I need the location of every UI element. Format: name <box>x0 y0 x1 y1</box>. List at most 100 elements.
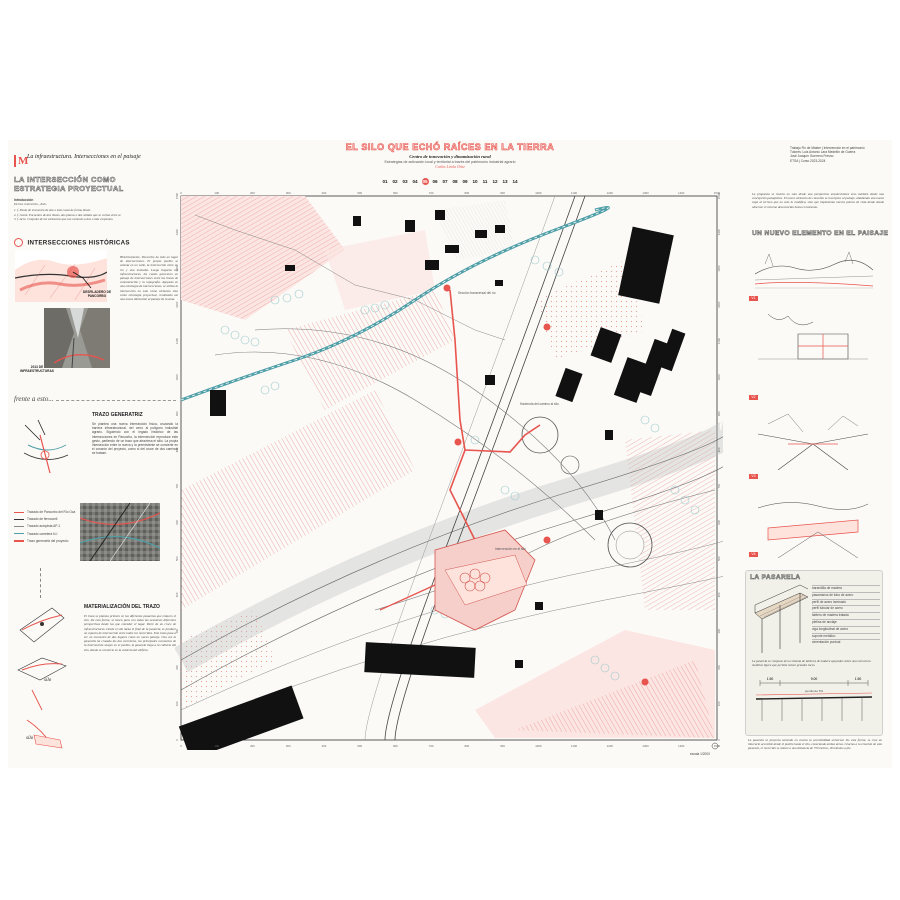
materialization-sketches <box>17 607 67 749</box>
dimension-label: 9.00 <box>811 677 818 681</box>
author: Carlos Lirola Ortiz <box>435 165 465 169</box>
axis-tick-label: 100 <box>717 701 721 706</box>
axis-tick-label: 0 <box>180 191 182 195</box>
scale-note: escala 1/2000 <box>690 752 710 756</box>
axis-tick-label: 900 <box>175 411 179 416</box>
axis-tick-label: 400 <box>175 592 179 597</box>
pasarela-title: LA PASARELA <box>750 574 801 582</box>
axis-tick-label: 0 <box>175 739 179 741</box>
intro-line: Del lat. intersectio, -ōnis. <box>14 202 47 207</box>
sheet-number-11[interactable]: 11 <box>482 179 488 184</box>
legend-swatch <box>14 525 24 528</box>
axis-tick-label: 1100 <box>571 191 577 195</box>
legend-item: Trazado carretera N-I <box>14 532 78 536</box>
legend-label: Trazado autopista AP-1 <box>27 524 61 529</box>
sheet-number-09[interactable]: 09 <box>462 179 468 184</box>
axis-tick-label: 400 <box>322 191 327 195</box>
detail-note: La pasarela se compone de un sistema de … <box>752 659 871 668</box>
sheet-number-12[interactable]: 12 <box>492 179 498 184</box>
axis-tick-label: 900 <box>500 744 505 748</box>
dashed-divider <box>56 400 176 401</box>
red-circle-icon <box>14 238 23 248</box>
credit-line: Tutores: Luis Antonio Lara Medellín de G… <box>790 150 856 155</box>
tagline: Centro de innovación y dinamización rura… <box>409 154 491 159</box>
axis-tick-label: 800 <box>465 191 470 195</box>
detail-label: tablero de madera tratada <box>812 612 880 617</box>
sheet-number-05[interactable]: 05 <box>421 178 429 185</box>
section-title: UN NUEVO ELEMENTO EN EL PAISAJE <box>752 230 889 238</box>
axis-tick-label: 200 <box>175 665 179 670</box>
sheet-number-06[interactable]: 06 <box>432 179 438 184</box>
axis-tick-label: 1500 <box>714 191 721 195</box>
axis-tick-label: 300 <box>286 744 291 748</box>
materializacion-title: MATERIALIZACIÓN DEL TRAZO <box>84 604 160 610</box>
axis-tick-label: 500 <box>357 191 362 195</box>
axis-tick-label: 300 <box>286 191 291 195</box>
axis-tick-label: 1500 <box>175 192 179 199</box>
credit-line: Trabajo Fin de Máster | Intervención en … <box>790 146 865 150</box>
axis-tick-label: 1400 <box>678 744 685 748</box>
detail-label: pasamanos de tubo de acero <box>812 591 880 597</box>
axis-tick-label: 1200 <box>175 301 179 308</box>
sheet-number-08[interactable]: 08 <box>452 179 458 184</box>
sheet-number-02[interactable]: 02 <box>392 179 398 184</box>
legend-swatch <box>14 533 24 535</box>
axis-tick-label: 700 <box>175 483 179 488</box>
axis-tick-label: 1100 <box>717 338 721 344</box>
axis-tick-label: 1200 <box>607 744 614 748</box>
legend-label: Trazado de Pancorbo del Río Oca <box>27 510 76 514</box>
legend-item: Trazado de ferrocarril <box>14 517 78 521</box>
slope-label: pendiente 5% <box>805 689 824 693</box>
view-sketch-3 <box>758 413 868 470</box>
intro-label: Introducción <box>14 198 34 202</box>
axis-tick-label: 400 <box>322 744 327 748</box>
axis-tick-label: 900 <box>717 411 721 416</box>
credits: Trabajo Fin de Máster | Intervención en … <box>790 146 890 163</box>
sheet-number-01[interactable]: 01 <box>382 179 388 184</box>
aerial-photo <box>80 503 160 561</box>
sheet-number-04[interactable]: 04 <box>412 179 418 184</box>
axis-tick-label: 800 <box>717 447 721 452</box>
history-text: Históricamente, Pancorbo ha sido un luga… <box>120 255 178 302</box>
intro-line: 3. f. Acto. Conjunto de los elementos qu… <box>14 216 114 221</box>
site-plan: Sección transversal del río Hacienda del… <box>174 190 752 760</box>
legend-label: Trazado de ferrocarril <box>27 517 58 522</box>
axis-tick-label: 200 <box>250 191 255 195</box>
map-label: Hacienda del camino al silo <box>520 402 559 406</box>
axis-tick-label: 1400 <box>678 191 685 195</box>
site-plan-drawing: Sección transversal del río Hacienda del… <box>174 191 752 760</box>
legend-swatch <box>14 511 24 513</box>
left-column: LA INTERSECCIÓN COMO ESTRATEGIA PROYECTU… <box>14 175 174 221</box>
page-title: EL SILO QUE ECHÓ RAÍCES EN LA TIERRA <box>345 142 555 153</box>
sheet-number-10[interactable]: 10 <box>472 179 478 184</box>
sheet-number-13[interactable]: 13 <box>502 179 508 184</box>
sketch-label: silo <box>26 736 34 741</box>
axis-tick-label: 100 <box>214 191 219 195</box>
axis-tick-label: 1000 <box>717 374 721 381</box>
sheet-number-14[interactable]: 14 <box>512 179 518 184</box>
axis-tick-label: 200 <box>717 665 721 670</box>
right-intro-text: La propuesta se inserta no solo desde un… <box>752 192 884 209</box>
sheet-number-07[interactable]: 07 <box>442 179 448 184</box>
axis-tick-label: 1200 <box>607 191 614 195</box>
axis-tick-label: 700 <box>429 191 434 195</box>
view-sketch-2 <box>758 313 868 360</box>
axis-tick-label: 1300 <box>717 265 721 272</box>
section2-title: INTERSECCIONES HISTÓRICAS <box>27 239 130 247</box>
photo-label-2: 2013 DE INFRAESTRUCTURAS <box>20 365 54 373</box>
credit-line: José Joaquín Guerrero Fresno <box>790 154 834 159</box>
axis-tick-label: 700 <box>429 744 434 748</box>
sheet-number-03[interactable]: 03 <box>402 179 408 184</box>
axis-tick-label: 600 <box>393 744 398 748</box>
trazo-sketch <box>23 419 69 474</box>
trazo-text: Se plantea una nueva intersección física… <box>92 422 178 456</box>
axis-tick-label: 1300 <box>642 744 649 748</box>
legend-label: Trazo generatriz del proyecto <box>27 538 69 543</box>
axis-tick-label: 600 <box>717 520 721 525</box>
view-sketch-1 <box>755 251 873 289</box>
axis-tick-label: 1300 <box>642 191 649 195</box>
